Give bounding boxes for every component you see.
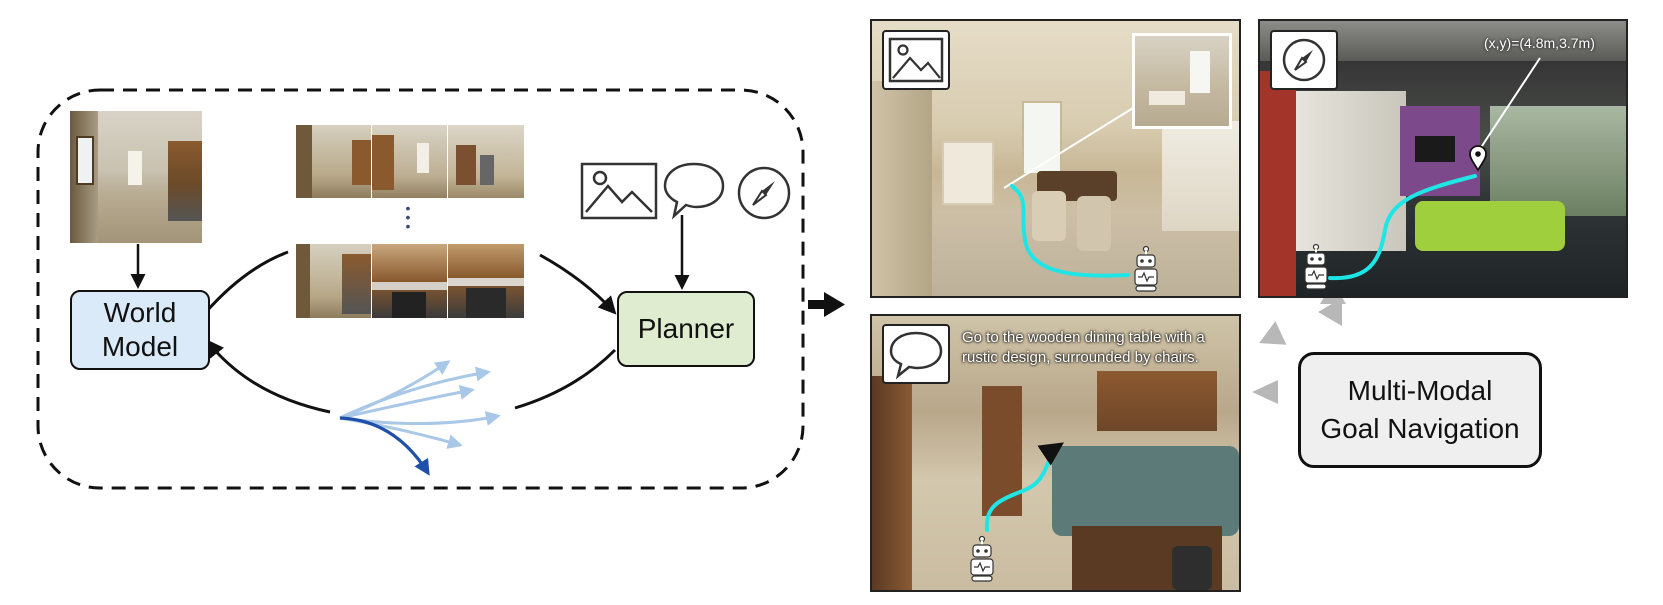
frame-4 xyxy=(296,244,371,318)
arrow-to-examples xyxy=(808,292,845,317)
frame-6-oven xyxy=(466,288,506,318)
frame-1 xyxy=(296,125,371,198)
point-goal-icon-box xyxy=(1270,30,1338,90)
frame-3 xyxy=(448,125,524,198)
frame-6-counter xyxy=(448,278,524,286)
frame-2-door xyxy=(417,143,429,173)
planner-box: Planner xyxy=(617,291,755,367)
inset-window xyxy=(1190,51,1210,93)
point-goal-path xyxy=(1328,174,1477,281)
kitchen-island xyxy=(1052,446,1239,536)
room-pillar xyxy=(872,81,932,296)
dining-chair-2 xyxy=(1077,196,1111,251)
text-goal-caption: Go to the wooden dining table with a rus… xyxy=(962,329,1205,366)
arrow-world-model-to-frames xyxy=(204,250,289,313)
point-goal-coordinates: (x,y)=(4.8m,3.7m) xyxy=(1484,35,1595,51)
image-goal-inset xyxy=(1132,33,1232,129)
frame-1-cabinet xyxy=(352,140,371,185)
point-goal-panel xyxy=(1258,19,1628,298)
goal-navigation-box: Multi-Modal Goal Navigation xyxy=(1298,352,1542,468)
arrow-planner-to-trajectories xyxy=(514,348,617,410)
image-icon xyxy=(888,37,944,83)
image-goal-path xyxy=(1010,184,1130,278)
compass-icon xyxy=(1282,38,1326,82)
room-fireplace xyxy=(942,141,994,205)
trajectory-light-3 xyxy=(339,384,475,420)
arrow-trajectories-to-world-model xyxy=(205,339,331,414)
tv xyxy=(1415,136,1455,162)
kitchen-cabinets xyxy=(1097,371,1217,431)
observation-image xyxy=(70,111,202,243)
inset-leader-line xyxy=(1003,107,1134,189)
world-model-box: World Model xyxy=(70,290,210,370)
robot-icon xyxy=(1304,243,1328,290)
point-goal-pointer-line xyxy=(1477,57,1541,153)
dining-chair-1 xyxy=(1032,191,1066,241)
compass-icon xyxy=(737,166,791,220)
image-goal-icon-box xyxy=(882,30,950,90)
robot-icon xyxy=(1134,245,1158,292)
candidate-trajectories xyxy=(339,360,501,476)
room-window xyxy=(1022,101,1062,175)
frame-2-cabinet xyxy=(372,135,394,190)
bar-stool xyxy=(1172,546,1212,590)
left-door xyxy=(872,376,912,590)
red-wall xyxy=(1260,71,1296,296)
loop-dashed-frame xyxy=(36,88,805,490)
text-goal-icon-box xyxy=(882,324,950,384)
frame-6 xyxy=(448,244,524,318)
cabinet-right xyxy=(1162,121,1239,231)
green-sofa xyxy=(1415,201,1565,251)
speech-bubble-icon xyxy=(889,331,943,380)
frame-4-wall xyxy=(296,244,310,318)
image-icon xyxy=(580,162,658,220)
frame-2 xyxy=(372,125,447,198)
frame-5-counter xyxy=(372,282,447,290)
inset-sofa xyxy=(1149,91,1185,105)
location-pin-icon xyxy=(1469,145,1487,172)
frame-5-oven xyxy=(392,292,426,318)
frame-3-appliance xyxy=(480,155,494,185)
trajectory-light-2 xyxy=(339,366,491,420)
text-goal-path xyxy=(984,442,1064,532)
frame-4-cabinet xyxy=(342,254,371,314)
ellipsis-dots: ••• xyxy=(405,200,411,234)
hall-window xyxy=(76,136,94,185)
window-strip xyxy=(1490,106,1626,216)
frame-5 xyxy=(372,244,447,318)
frame-3-cabinet xyxy=(456,145,476,185)
arrow-frames-to-planner xyxy=(539,253,617,315)
frame-1-wall xyxy=(296,125,312,198)
hall-cabinet xyxy=(168,141,202,221)
trajectory-selected xyxy=(339,416,430,476)
hall-far-door xyxy=(128,151,142,185)
robot-icon xyxy=(970,535,994,582)
speech-bubble-icon xyxy=(663,162,725,220)
